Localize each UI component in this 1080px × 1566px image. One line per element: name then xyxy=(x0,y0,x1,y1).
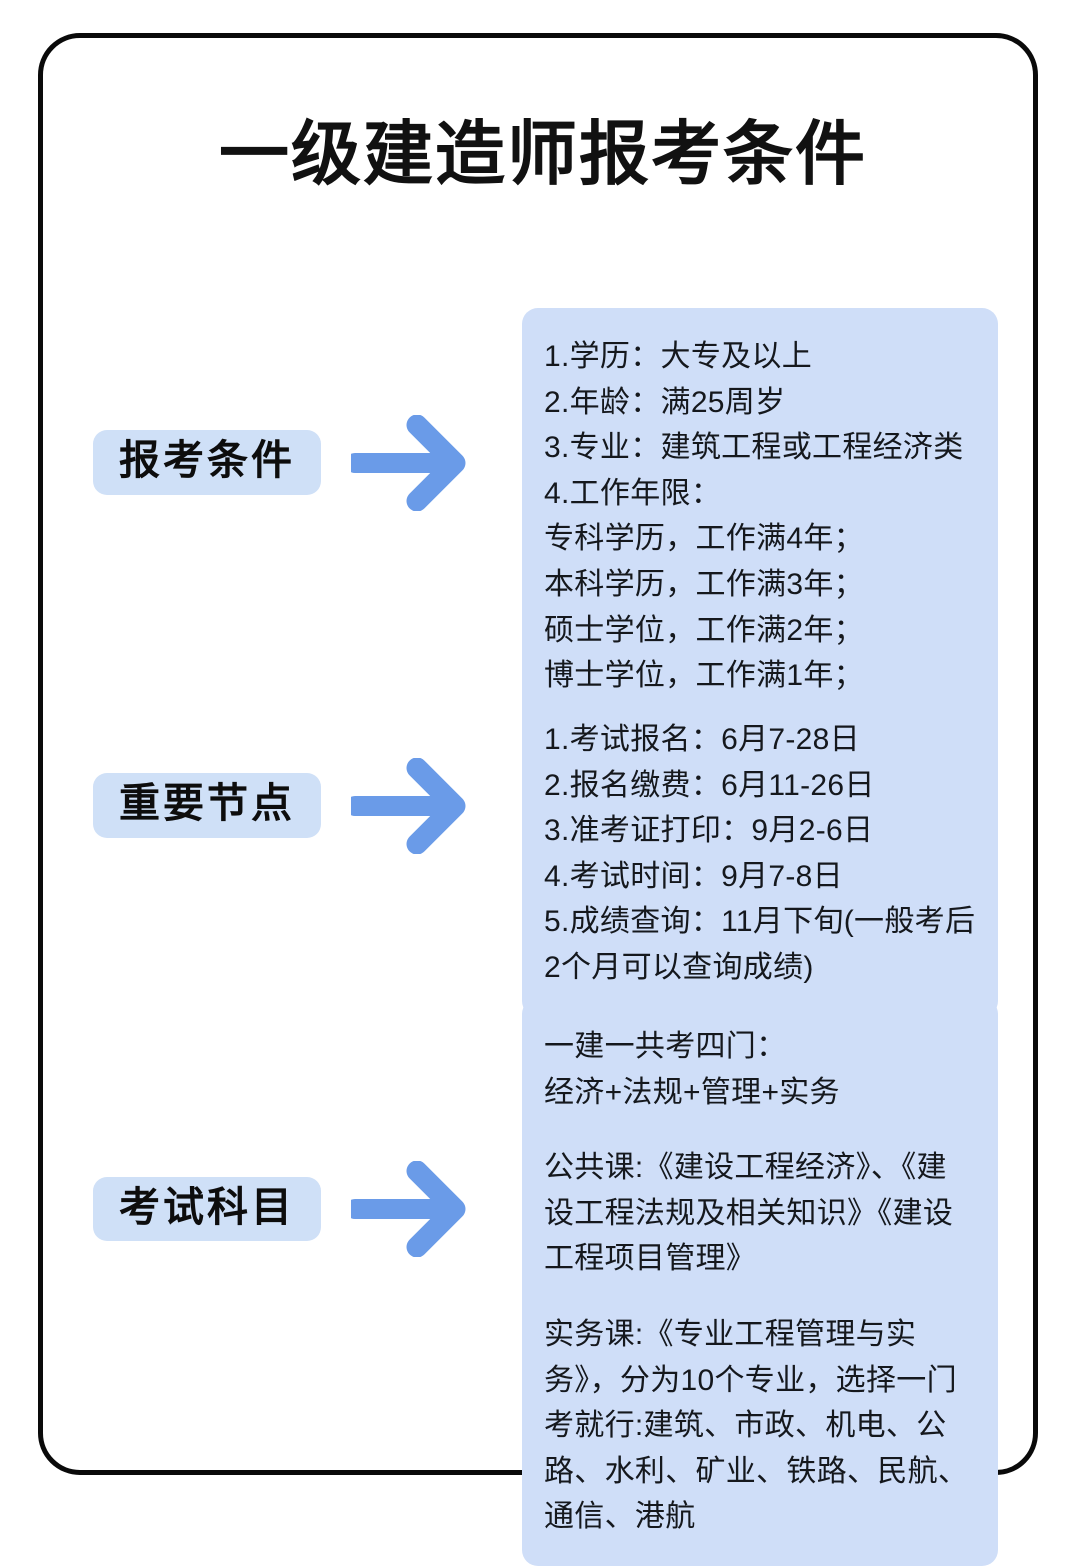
section-left-column-2: 重要节点 xyxy=(43,663,522,948)
page-title: 一级建造师报考条件 xyxy=(219,115,867,193)
section-left-column-3: 考试科目 xyxy=(43,970,522,1448)
section-row-requirements: 报考条件 1.学历：大专及以上 2.年龄：满25周岁 3.专业：建筑工程或工程经… xyxy=(43,275,1043,725)
card-line: 5.成绩查询：11月下旬(一般考后2个月可以查询成绩) xyxy=(544,905,976,984)
card-line: 专科学历，工作满4年； xyxy=(544,522,864,556)
section-label-subjects[interactable]: 考试科目 xyxy=(93,1176,321,1242)
card-line: 4.工作年限： xyxy=(544,476,722,510)
arrow-right-icon xyxy=(351,1161,466,1257)
card-line: 硕士学位，工作满2年； xyxy=(544,613,864,647)
arrow-right-icon xyxy=(351,414,466,511)
section-card-requirements: 1.学历：大专及以上 2.年龄：满25周岁 3.专业：建筑工程或工程经济类 4.… xyxy=(522,308,998,725)
card-line: 经济+法规+管理+实务 xyxy=(544,1075,840,1109)
card-line: 本科学历，工作满3年； xyxy=(544,567,864,601)
card-line: 2.年龄：满25周岁 xyxy=(544,385,786,419)
card-line: 4.考试时间：9月7-8日 xyxy=(544,859,843,893)
section-row-milestones: 重要节点 1.考试报名：6月7-28日 2.报名缴费：6月11-26日 3.准考… xyxy=(43,663,1043,1017)
card-line: 3.专业：建筑工程或工程经济类 xyxy=(544,431,964,465)
section-card-milestones: 1.考试报名：6月7-28日 2.报名缴费：6月11-26日 3.准考证打印：9… xyxy=(522,691,998,1017)
card-line: 博士学位，工作满1年； xyxy=(544,659,864,693)
card-spacer xyxy=(544,1115,976,1145)
card-line: 3.准考证打印：9月2-6日 xyxy=(544,814,874,848)
section-label-requirements[interactable]: 报考条件 xyxy=(93,430,321,495)
card-line: 实务课:《专业工程管理与实务》，分为10个专业，选择一门考就行:建筑、市政、机电… xyxy=(544,1317,969,1534)
arrow-right-icon xyxy=(351,757,466,854)
card-line: 1.考试报名：6月7-28日 xyxy=(544,723,860,756)
card-line: 公共课:《建设工程经济》、《建设工程法规及相关知识》《建设工程项目管理》 xyxy=(544,1151,954,1276)
card-spacer xyxy=(544,1282,976,1312)
poster-frame: 一级建造师报考条件 报考条件 1.学历：大专及以上 2.年龄：满25周岁 3.专… xyxy=(38,33,1038,1566)
section-left-column-1: 报考条件 xyxy=(43,275,522,650)
card-line: 1.学历：大专及以上 xyxy=(544,340,813,373)
card-line: 2.报名缴费：6月11-26日 xyxy=(544,768,875,802)
section-card-subjects: 一建一共考四门： 经济+法规+管理+实务 公共课:《建设工程经济》、《建设工程法… xyxy=(522,998,998,1566)
card-line: 一建一共考四门： xyxy=(544,1030,787,1063)
section-row-subjects: 考试科目 一建一共考四门： 经济+法规+管理+实务 公共课:《建设工程经济》、《… xyxy=(43,970,1043,1566)
section-label-milestones[interactable]: 重要节点 xyxy=(93,773,321,838)
